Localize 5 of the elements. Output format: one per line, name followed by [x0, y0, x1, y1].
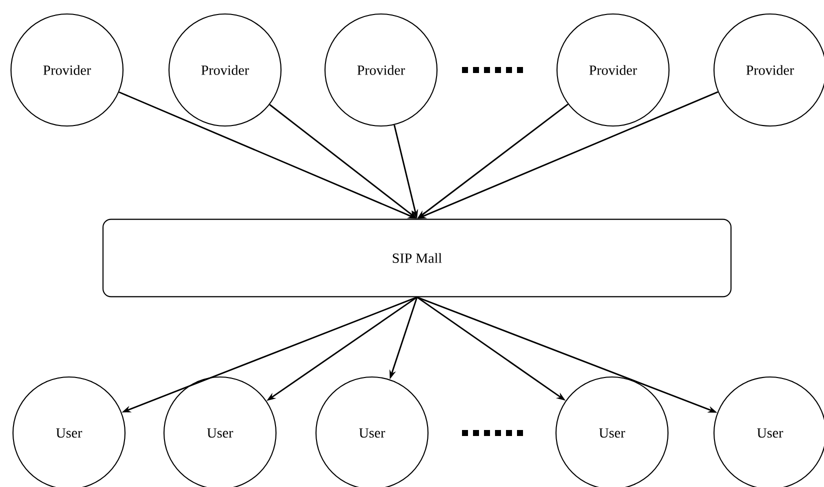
circle-node: Provider [556, 13, 670, 127]
circle-node: Provider [10, 13, 124, 127]
rounded-box: SIP Mall [102, 218, 732, 298]
circle-node: Provider [324, 13, 438, 127]
circle-node: Provider [168, 13, 282, 127]
